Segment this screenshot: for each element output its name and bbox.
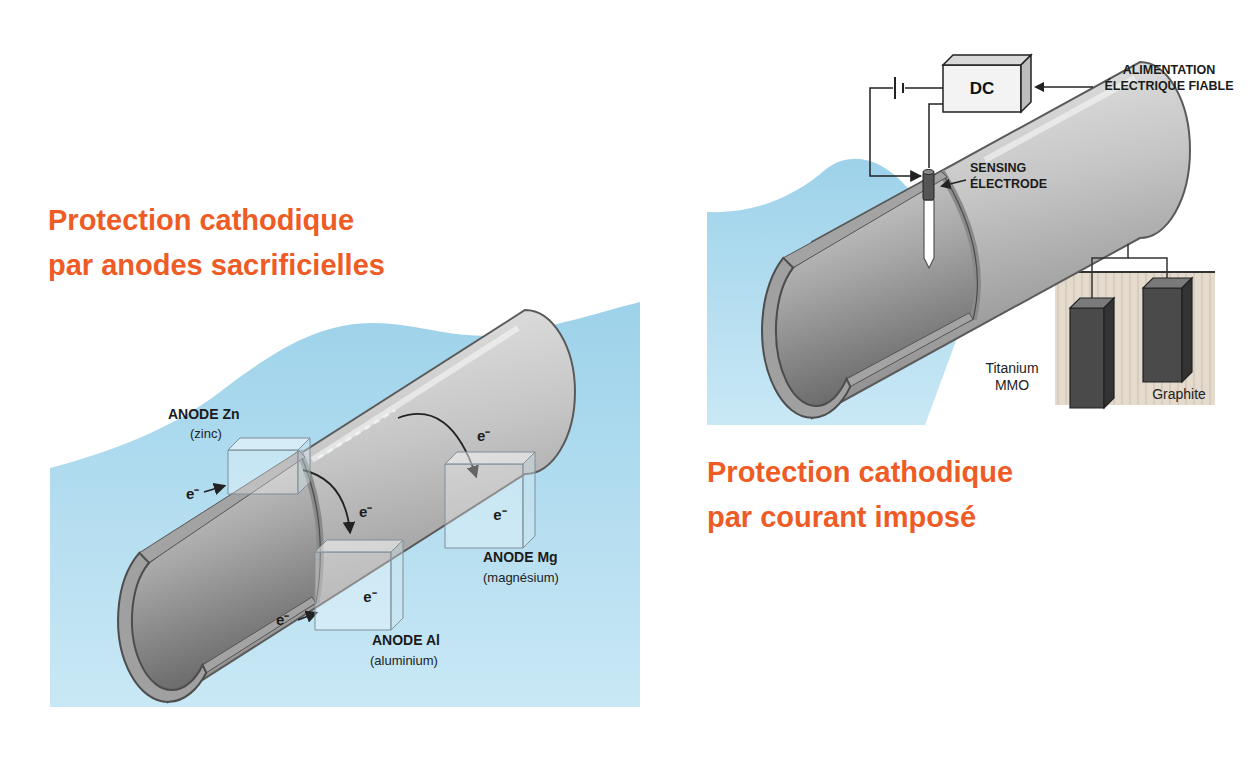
impressed-current-anode: Titanium MMO [1070,298,1114,408]
sensing-electrode-body [923,172,934,200]
impressed-current-anode-face [1070,308,1104,408]
sacrificial-anode: ANODE Zn(zinc) [228,438,310,494]
battery-symbol [902,83,904,93]
pipe-drawing [203,597,316,673]
battery-symbol [894,77,896,99]
electron-label: e⁻ [477,427,490,445]
leader-arrow [942,180,966,186]
pipe-drawing [783,171,947,267]
electron-arrow [204,486,224,492]
impressed-current-anode-face [1182,278,1192,382]
pipe-drawing [132,451,321,691]
anode-metal: (magnésium) [483,570,559,586]
electrode-probe [924,200,934,268]
pipe-drawing [118,310,575,702]
sacrificial-anode-outline [445,452,535,548]
impressed-current-anode: Graphite [1143,278,1192,382]
sacrificial-anode: e⁻ANODE Mg(magnésium) [445,452,535,548]
pipe-drawing [941,171,977,319]
power-supply-label: ALIMENTATION ÉLECTRIQUE FIABLE [1093,62,1245,94]
pipe-drawing [318,410,395,458]
sacrificial-anode-face [391,540,403,630]
anode-name: ANODE Mg [483,549,558,566]
section-heading: Protection cathodique par courant imposé [707,450,1052,540]
anode-material: Titanium MMO [972,360,1052,394]
electrode-label: SENSING ÉLECTRODE [970,160,1070,192]
impressed-current-anode-face [1104,298,1114,408]
dc-power-supply-face [1021,55,1031,112]
impressed-current-anode-outline [1070,298,1114,408]
wire-connector [929,104,943,168]
sacrificial-anode-face [315,540,403,552]
sacrificial-anode-face [228,450,298,494]
pipe-drawing [118,553,206,702]
pipe-drawing [139,451,305,563]
impressed-current-anode-face [1143,288,1182,382]
sacrificial-anode: e⁻ANODE Al(aluminium) [315,540,403,630]
anode-metal: (aluminium) [370,653,438,669]
pipe-drawing [762,62,1190,418]
pipe-drawing [776,171,978,406]
soil [1055,271,1215,273]
pipe-drawing [847,313,974,387]
pipe-drawing [941,171,977,319]
anode-wire [1092,244,1128,300]
wire-connector [870,88,943,176]
dc-power-supply: DC [943,55,1031,112]
sacrificial-anode-outline [315,540,403,630]
sensing-electrode-cap [923,170,934,175]
battery-symbol [893,78,905,98]
sacrificial-anode-face [298,438,310,494]
anode-metal: (zinc) [190,426,222,442]
electron-label: e⁻ [359,503,372,521]
anode-name: ANODE Zn [168,406,240,423]
anode-material: Graphite [1139,386,1219,403]
anode-name: ANODE Al [372,632,440,649]
sacrificial-anode-face [228,438,310,450]
leader-arrow [1036,86,1093,88]
sacrificial-anode-face [445,464,523,548]
electron-label: e⁻ [355,588,385,606]
water-area [707,159,960,425]
sacrificial-anode-face [523,452,535,548]
pipe-drawing [312,328,518,460]
sensing-electrode-outline [921,168,936,200]
sensing-electrode: SENSING ÉLECTRODE [921,168,936,200]
sacrificial-anode-face [445,452,535,464]
dc-power-supply-face [943,55,1031,65]
electron-arrow [298,613,316,620]
impressed-current-anode-outline [1143,278,1192,382]
electron-label: e⁻ [186,485,199,503]
electron-label: e⁻ [276,611,289,629]
sacrificial-anode-outline [228,438,310,494]
dc-power-supply-face [943,65,1021,112]
water-area [50,302,640,707]
sacrificial-anode-face [315,552,391,630]
pipe-drawing [762,258,850,418]
pipe-drawing [812,62,1190,418]
electron-label: e⁻ [485,506,515,524]
power-supply-name: DC [943,79,1021,99]
section-heading: Protection cathodique par anodes sacrifi… [48,198,393,288]
pipe-drawing [168,310,575,702]
